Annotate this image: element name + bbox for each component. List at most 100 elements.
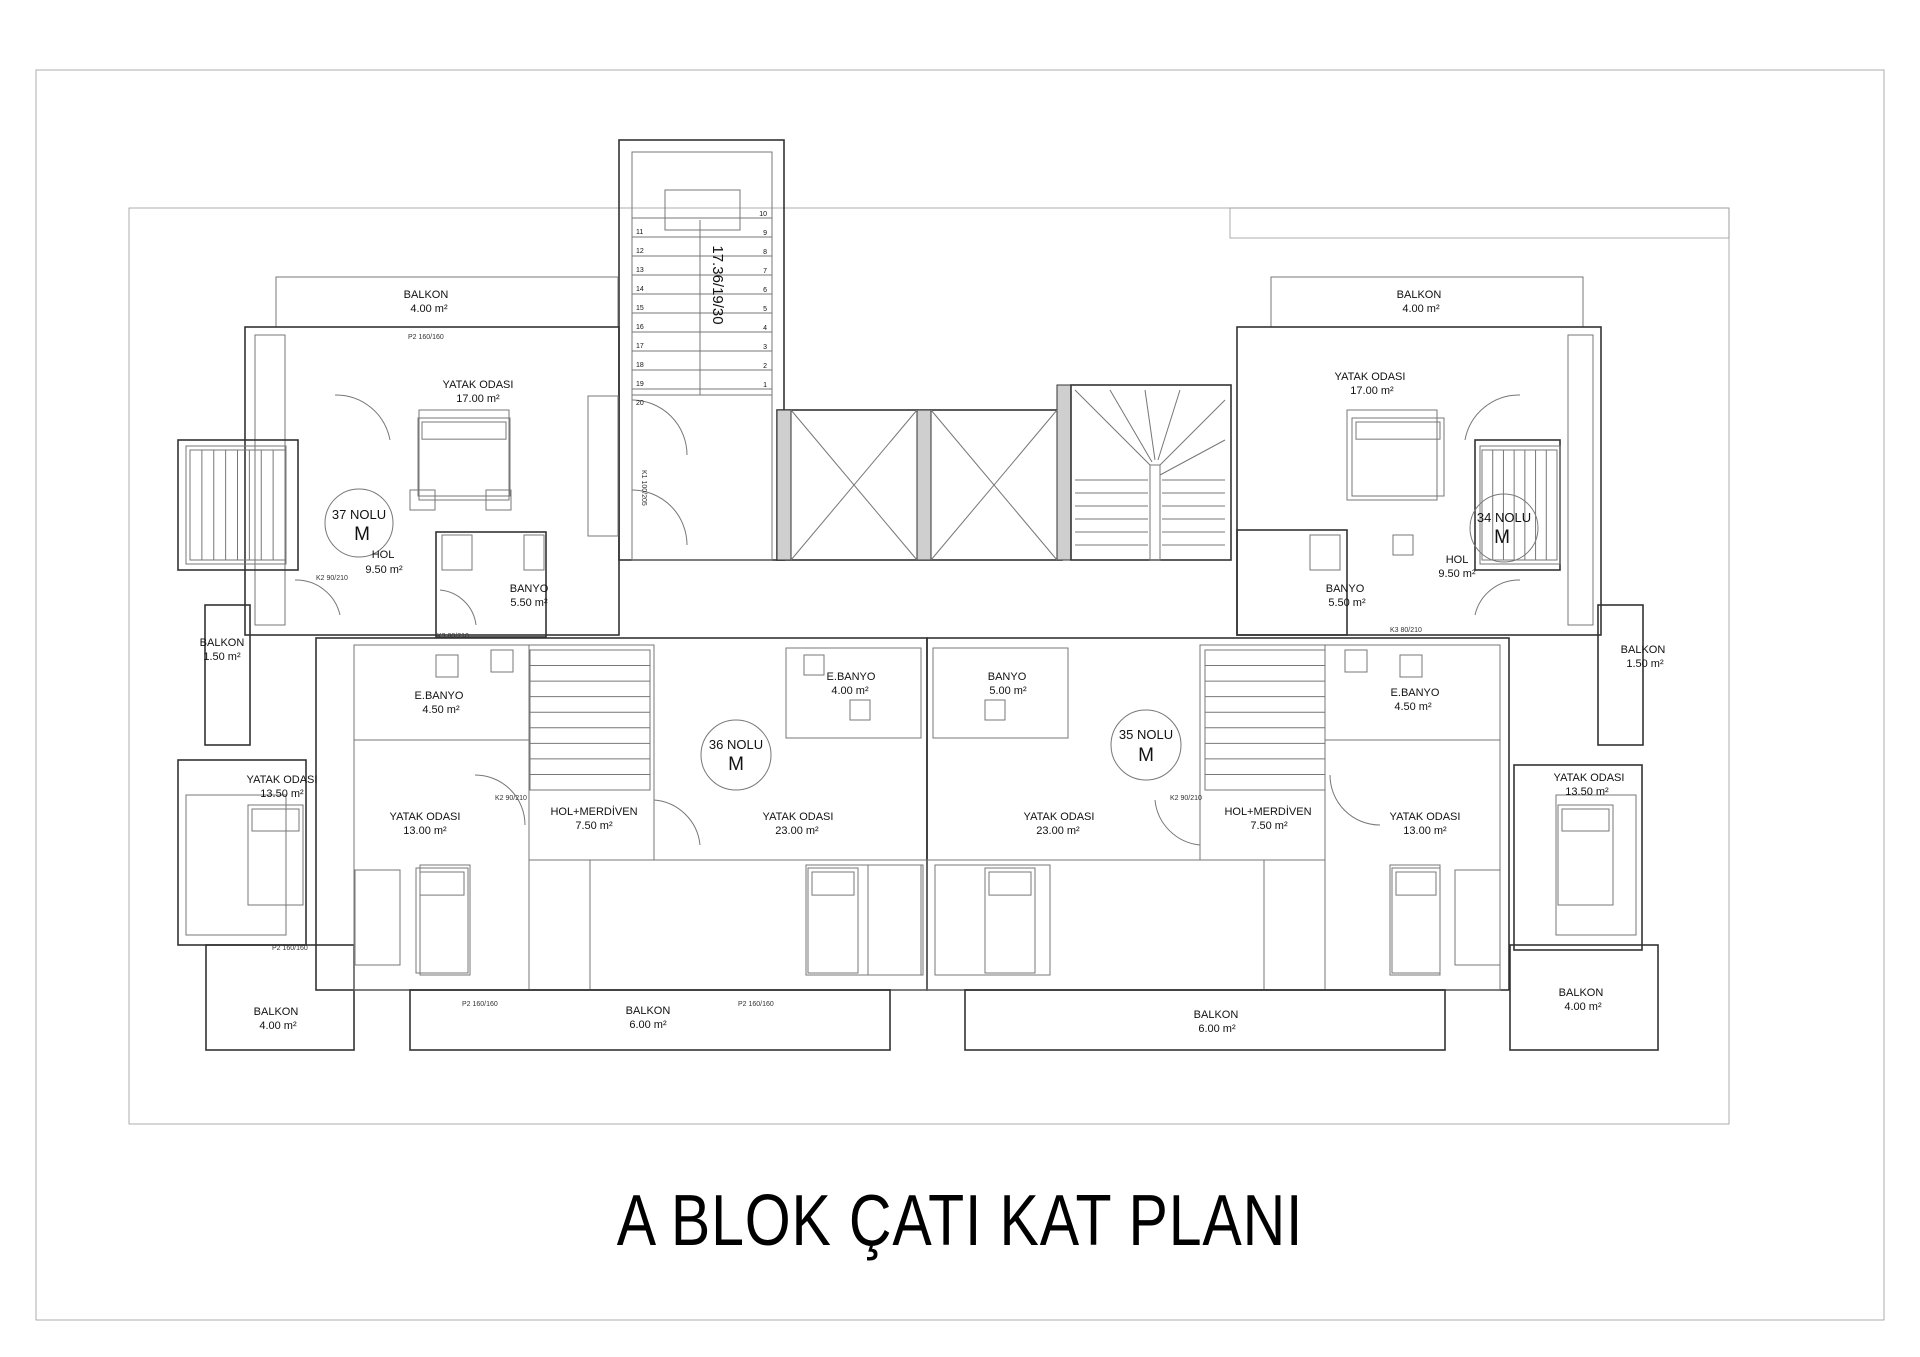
opening-code: P2 160/160 [272, 945, 308, 952]
room-area: 4.00 m² [831, 685, 869, 697]
room-area: 1.50 m² [1626, 658, 1664, 670]
opening-code: K3 80/210 [437, 633, 469, 640]
unit-35-type: M [1138, 745, 1154, 766]
frame-top-right [1229, 207, 1730, 239]
stair-number: 10 [759, 211, 767, 218]
unit-36-marker [700, 719, 772, 791]
room-area: 13.00 m² [403, 825, 447, 837]
room-label: BALKON [404, 289, 449, 301]
room-area: 17.00 m² [456, 393, 500, 405]
room-label: BANYO [988, 671, 1027, 683]
stair-number: 13 [636, 267, 644, 274]
opening-code: P2 160/160 [408, 334, 444, 341]
void-shafts [776, 384, 1072, 561]
stair-number: 2 [763, 363, 767, 370]
room-area: 4.00 m² [1564, 1001, 1602, 1013]
stair-37 [189, 449, 286, 561]
room-area: 5.50 m² [510, 597, 548, 609]
spiral-stair-core-right [1070, 384, 1232, 561]
stair-number: 20 [636, 400, 644, 407]
room-area: 4.00 m² [410, 303, 448, 315]
room-area: 7.50 m² [1250, 820, 1288, 832]
unit-34-walls [1236, 276, 1659, 1051]
unit-36-walls [315, 637, 928, 1051]
furniture [247, 417, 1614, 974]
opening-code: K1 100/205 [640, 470, 647, 506]
room-label: HOL [372, 549, 395, 561]
room-label: BALKON [1559, 987, 1604, 999]
room-area: 4.00 m² [259, 1020, 297, 1032]
room-area: 4.50 m² [422, 704, 460, 716]
room-area: 5.00 m² [989, 685, 1027, 697]
stair-number: 19 [636, 381, 644, 388]
room-label: BALKON [1397, 289, 1442, 301]
room-label: YATAK ODASI [763, 811, 834, 823]
page-title: A BLOK ÇATI KAT PLANI [616, 1181, 1304, 1261]
stair-35 [1204, 649, 1326, 791]
room-area: 6.00 m² [1198, 1023, 1236, 1035]
room-label: E.BANYO [415, 690, 464, 702]
stair-number: 7 [763, 268, 767, 275]
stair-number: 5 [763, 306, 767, 313]
unit-35-walls [926, 637, 1510, 1051]
room-area: 23.00 m² [1036, 825, 1080, 837]
stair-number: 17 [636, 343, 644, 350]
stair-number: 8 [763, 249, 767, 256]
room-area: 17.00 m² [1350, 385, 1394, 397]
room-label: E.BANYO [1391, 687, 1440, 699]
room-label: E.BANYO [827, 671, 876, 683]
room-area: 13.50 m² [1565, 786, 1609, 798]
stair-number: 9 [763, 230, 767, 237]
building-footprint-frame [128, 207, 1730, 1125]
stair-number: 12 [636, 248, 644, 255]
stair-number: 18 [636, 362, 644, 369]
unit-34-marker [1469, 493, 1539, 563]
room-label: BALKON [1194, 1009, 1239, 1021]
room-area: 1.50 m² [203, 651, 241, 663]
stair-number: 3 [763, 344, 767, 351]
room-area: 4.50 m² [1394, 701, 1432, 713]
unit-37-walls [177, 276, 620, 1051]
room-label: YATAK ODASI [1024, 811, 1095, 823]
stair-number: 11 [636, 229, 643, 236]
stair-number: 15 [636, 305, 644, 312]
opening-code: P2 160/160 [738, 1001, 774, 1008]
stair-36 [529, 649, 651, 791]
room-area: 4.00 m² [1402, 303, 1440, 315]
unit-35-marker [1110, 709, 1182, 781]
room-label: YATAK ODASI [443, 379, 514, 391]
room-area: 9.50 m² [1438, 568, 1476, 580]
room-area: 5.50 m² [1328, 597, 1366, 609]
unit-35-name: 35 NOLU [1119, 727, 1173, 742]
stair-number: 16 [636, 324, 644, 331]
unit-37-type: M [354, 524, 370, 545]
stair-number: 1 [763, 382, 767, 389]
room-label: YATAK ODASI [1335, 371, 1406, 383]
unit-34-type: M [1494, 527, 1510, 548]
room-area: 13.50 m² [260, 788, 304, 800]
unit-36-type: M [728, 754, 744, 775]
unit-37-marker [324, 488, 394, 558]
room-label: HOL+MERDİVEN [550, 805, 637, 818]
room-label: BALKON [626, 1005, 671, 1017]
stair-number: 4 [763, 325, 767, 332]
opening-code: K2 90/210 [495, 795, 527, 802]
room-label: BALKON [1621, 644, 1666, 656]
room-label: BALKON [254, 1006, 299, 1018]
stair-core [618, 139, 785, 561]
stair-numbers-right: 10 9 8 7 6 5 4 3 2 1 [759, 211, 767, 389]
room-label: YATAK ODASI [247, 774, 318, 786]
room-area: 6.00 m² [629, 1019, 667, 1031]
room-area: 9.50 m² [365, 564, 403, 576]
opening-code: K2 90/210 [316, 575, 348, 582]
room-area: 23.00 m² [775, 825, 819, 837]
room-label: BANYO [1326, 583, 1365, 595]
room-area: 7.50 m² [575, 820, 613, 832]
room-label: HOL [1446, 554, 1469, 566]
room-label: YATAK ODASI [1554, 772, 1625, 784]
room-label: YATAK ODASI [1390, 811, 1461, 823]
room-label: YATAK ODASI [390, 811, 461, 823]
stair-number: 6 [763, 287, 767, 294]
